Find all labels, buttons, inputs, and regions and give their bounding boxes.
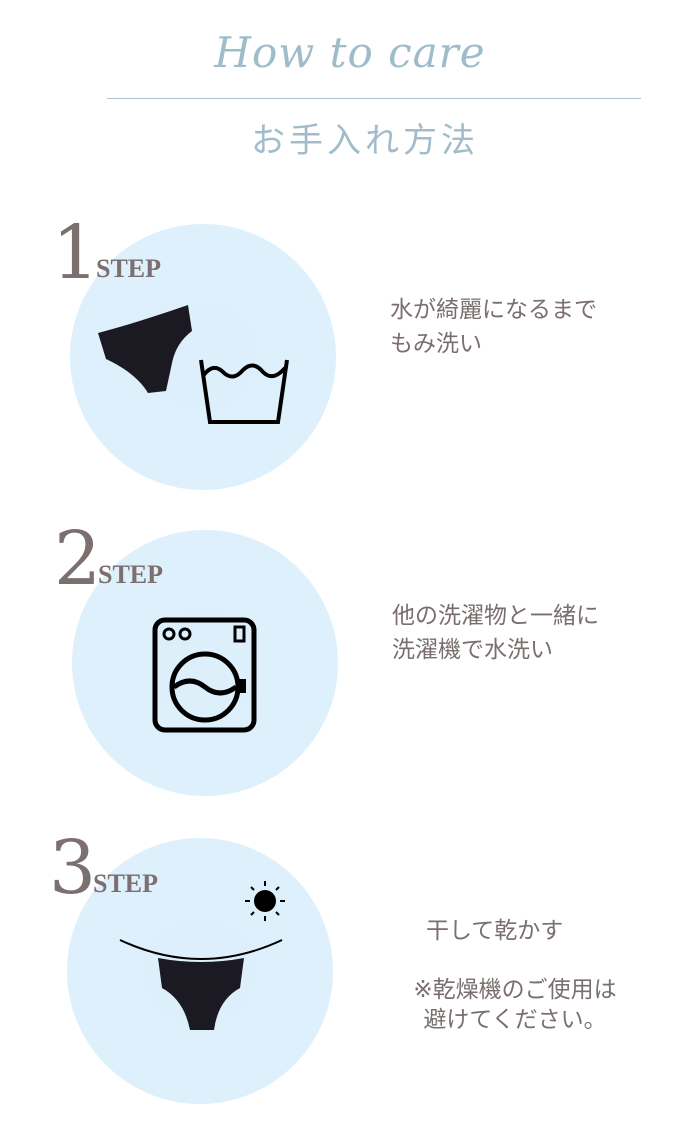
step2-line: 他の洗濯物と一緒に [392, 603, 599, 629]
step2-number: 2 [54, 516, 102, 602]
step3-note-line: ※乾燥機のご使用は [413, 977, 617, 1003]
step1-label: STEP [96, 254, 162, 283]
hand-wash-icon [199, 359, 289, 424]
title-japanese: お手入れ方法 [251, 121, 479, 161]
step1-number: 1 [52, 210, 100, 296]
underwear-icon [98, 305, 192, 393]
sun-icon [245, 881, 285, 921]
step2-description: 他の洗濯物と一緒に 洗濯機で水洗い [392, 599, 599, 667]
step1-line: もみ洗い [390, 331, 482, 357]
step2-circle [72, 530, 338, 796]
step3-note-line: 避けてください。 [423, 1007, 607, 1033]
step1-line: 水が綺麗になるまで [390, 297, 597, 323]
step1-description: 水が綺麗になるまで もみ洗い [390, 293, 597, 361]
step3-label: STEP [93, 869, 159, 898]
hanging-underwear-icon [119, 939, 283, 1030]
title-english: How to care [214, 28, 486, 77]
step3-note: ※乾燥機のご使用は 避けてください。 [384, 975, 646, 1035]
divider [107, 98, 641, 99]
step3-number: 3 [49, 825, 97, 911]
step2-line: 洗濯機で水洗い [392, 637, 553, 663]
step3-description: 干して乾かす [426, 918, 564, 944]
washing-machine-icon [152, 617, 257, 733]
step2-label: STEP [98, 560, 164, 589]
